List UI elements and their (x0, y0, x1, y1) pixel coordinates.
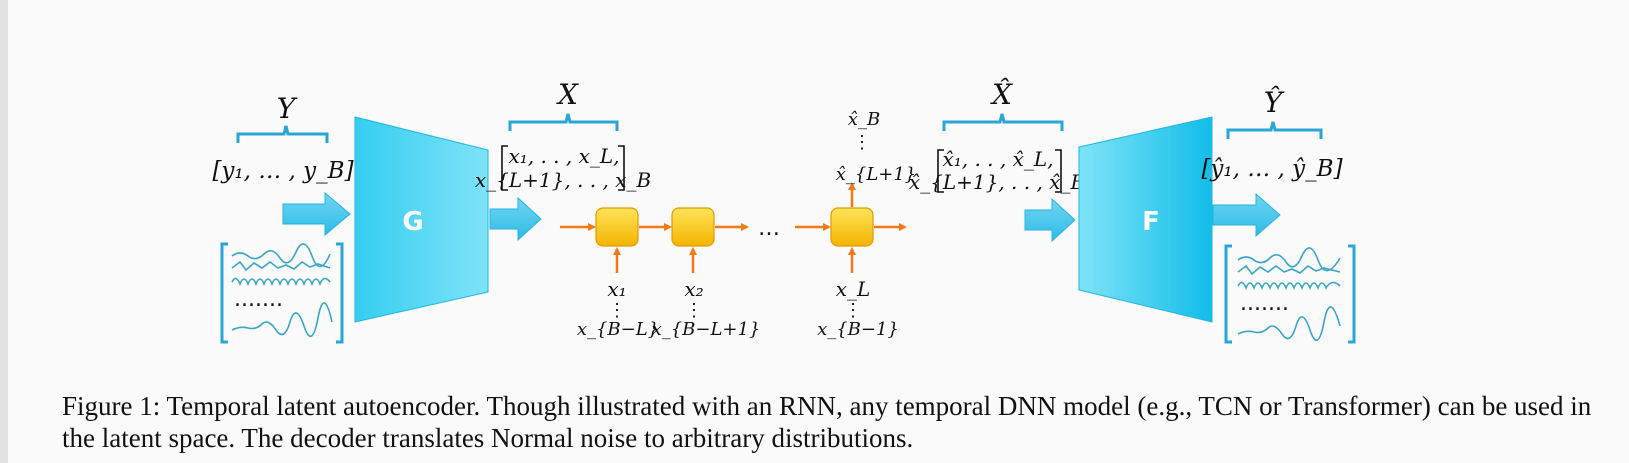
encoder-g-label: G (402, 207, 423, 237)
yhat-brace-group: Ŷ [ŷ₁, … , ŷ_B] (1201, 86, 1342, 182)
input-wave-3 (231, 277, 331, 287)
x-label: X (556, 78, 579, 111)
rnn-input-1-top: x₁ (607, 277, 626, 301)
output-timeseries-panel: ....... (1224, 244, 1356, 344)
rnn-output-top: x̂_B (848, 109, 880, 130)
xhat-brace-group: X̂ x̂₁, . . , x̂_L, x̂_{L+1}, . . , x̂_B (909, 78, 1085, 194)
yhat-label: Ŷ (1264, 86, 1285, 119)
xhat-matrix-row2: x̂_{L+1}, . . , x̂_B (909, 170, 1085, 194)
x-brace-group: X x₁, . . , x_L, x_{L+1}, . . , x_B (475, 78, 651, 192)
output-wave-3 (1237, 281, 1341, 291)
output-arrow (1212, 192, 1281, 238)
xhat-matrix-bracket-right (1055, 149, 1062, 193)
rnn-input-labels: x₁ ⋮ x_{B−L} x₂ ⋮ x_{B−L+1} x_L ⋮ x_{B−1… (577, 277, 899, 340)
figure-caption: Figure 1: Temporal latent autoencoder. T… (62, 391, 1592, 453)
encoder-g-trapezoid (354, 116, 489, 323)
yhat-brace (1226, 121, 1323, 139)
input-bracket-left (220, 242, 228, 344)
output-wave-1 (1237, 247, 1341, 272)
rnn-ellipsis: … (758, 216, 780, 241)
rnn-output-labels: x̂_B ⋮ x̂_{L+1} (836, 109, 917, 185)
rnn-input-2-bottom: x_{B−L+1} (652, 319, 761, 340)
rnn-input-1-vdots: ⋮ (608, 300, 626, 321)
latent-arrow (489, 196, 542, 242)
output-dots: ....... (1240, 291, 1289, 316)
output-bracket-right (1348, 244, 1356, 344)
xhat-brace (942, 113, 1064, 131)
output-bracket-left (1224, 244, 1232, 344)
rnn-cell-1 (595, 207, 639, 247)
rnn-output-vdots: ⋮ (853, 132, 871, 153)
y-brace (236, 125, 329, 143)
yhat-vector: [ŷ₁, … , ŷ_B] (1201, 156, 1342, 182)
rnn-output-bottom: x̂_{L+1} (836, 164, 917, 185)
rnn-input-2-top: x₂ (684, 277, 703, 301)
input-bracket-right (336, 242, 344, 344)
xhat-matrix-bracket-left (937, 149, 944, 193)
input-dots: ....... (234, 287, 283, 312)
decoder-f-trapezoid (1078, 116, 1213, 323)
rnn-cell-2 (671, 207, 715, 247)
y-brace-group: Y [y₁, … , y_B] (212, 92, 353, 184)
rnn-cell-last (830, 207, 874, 247)
rnn-input-2-vdots: ⋮ (685, 300, 703, 321)
page-margin-bar (0, 0, 8, 463)
decoder-input-arrow (1024, 197, 1076, 243)
rnn-input-last-vdots: ⋮ (844, 300, 862, 321)
rnn-input-1-bottom: x_{B−L} (577, 319, 659, 340)
rnn-input-last-bottom: x_{B−1} (817, 319, 899, 340)
output-wave-4 (1237, 306, 1341, 341)
rnn-chain: … (560, 182, 907, 273)
y-vector: [y₁, … , y_B] (212, 158, 353, 184)
x-matrix-row2: x_{L+1}, . . , x_B (475, 168, 651, 192)
output-wave-2 (1237, 264, 1341, 276)
decoder-f-label: F (1142, 207, 1160, 237)
input-wave-4 (231, 302, 333, 337)
xhat-label: X̂ (990, 78, 1013, 111)
x-brace (508, 113, 619, 131)
rnn-input-last-top: x_L (836, 277, 871, 301)
input-wave-1 (231, 243, 331, 268)
xhat-matrix-row1: x̂₁, . . , x̂_L, (942, 147, 1053, 171)
input-timeseries-panel: ....... (220, 242, 344, 344)
x-matrix-bracket-right (618, 145, 625, 191)
x-matrix-row1: x₁, . . , x_L, (508, 144, 619, 168)
x-matrix-bracket-left (501, 145, 508, 191)
input-wave-2 (231, 260, 331, 272)
y-label: Y (277, 92, 298, 125)
input-arrow (282, 191, 351, 237)
